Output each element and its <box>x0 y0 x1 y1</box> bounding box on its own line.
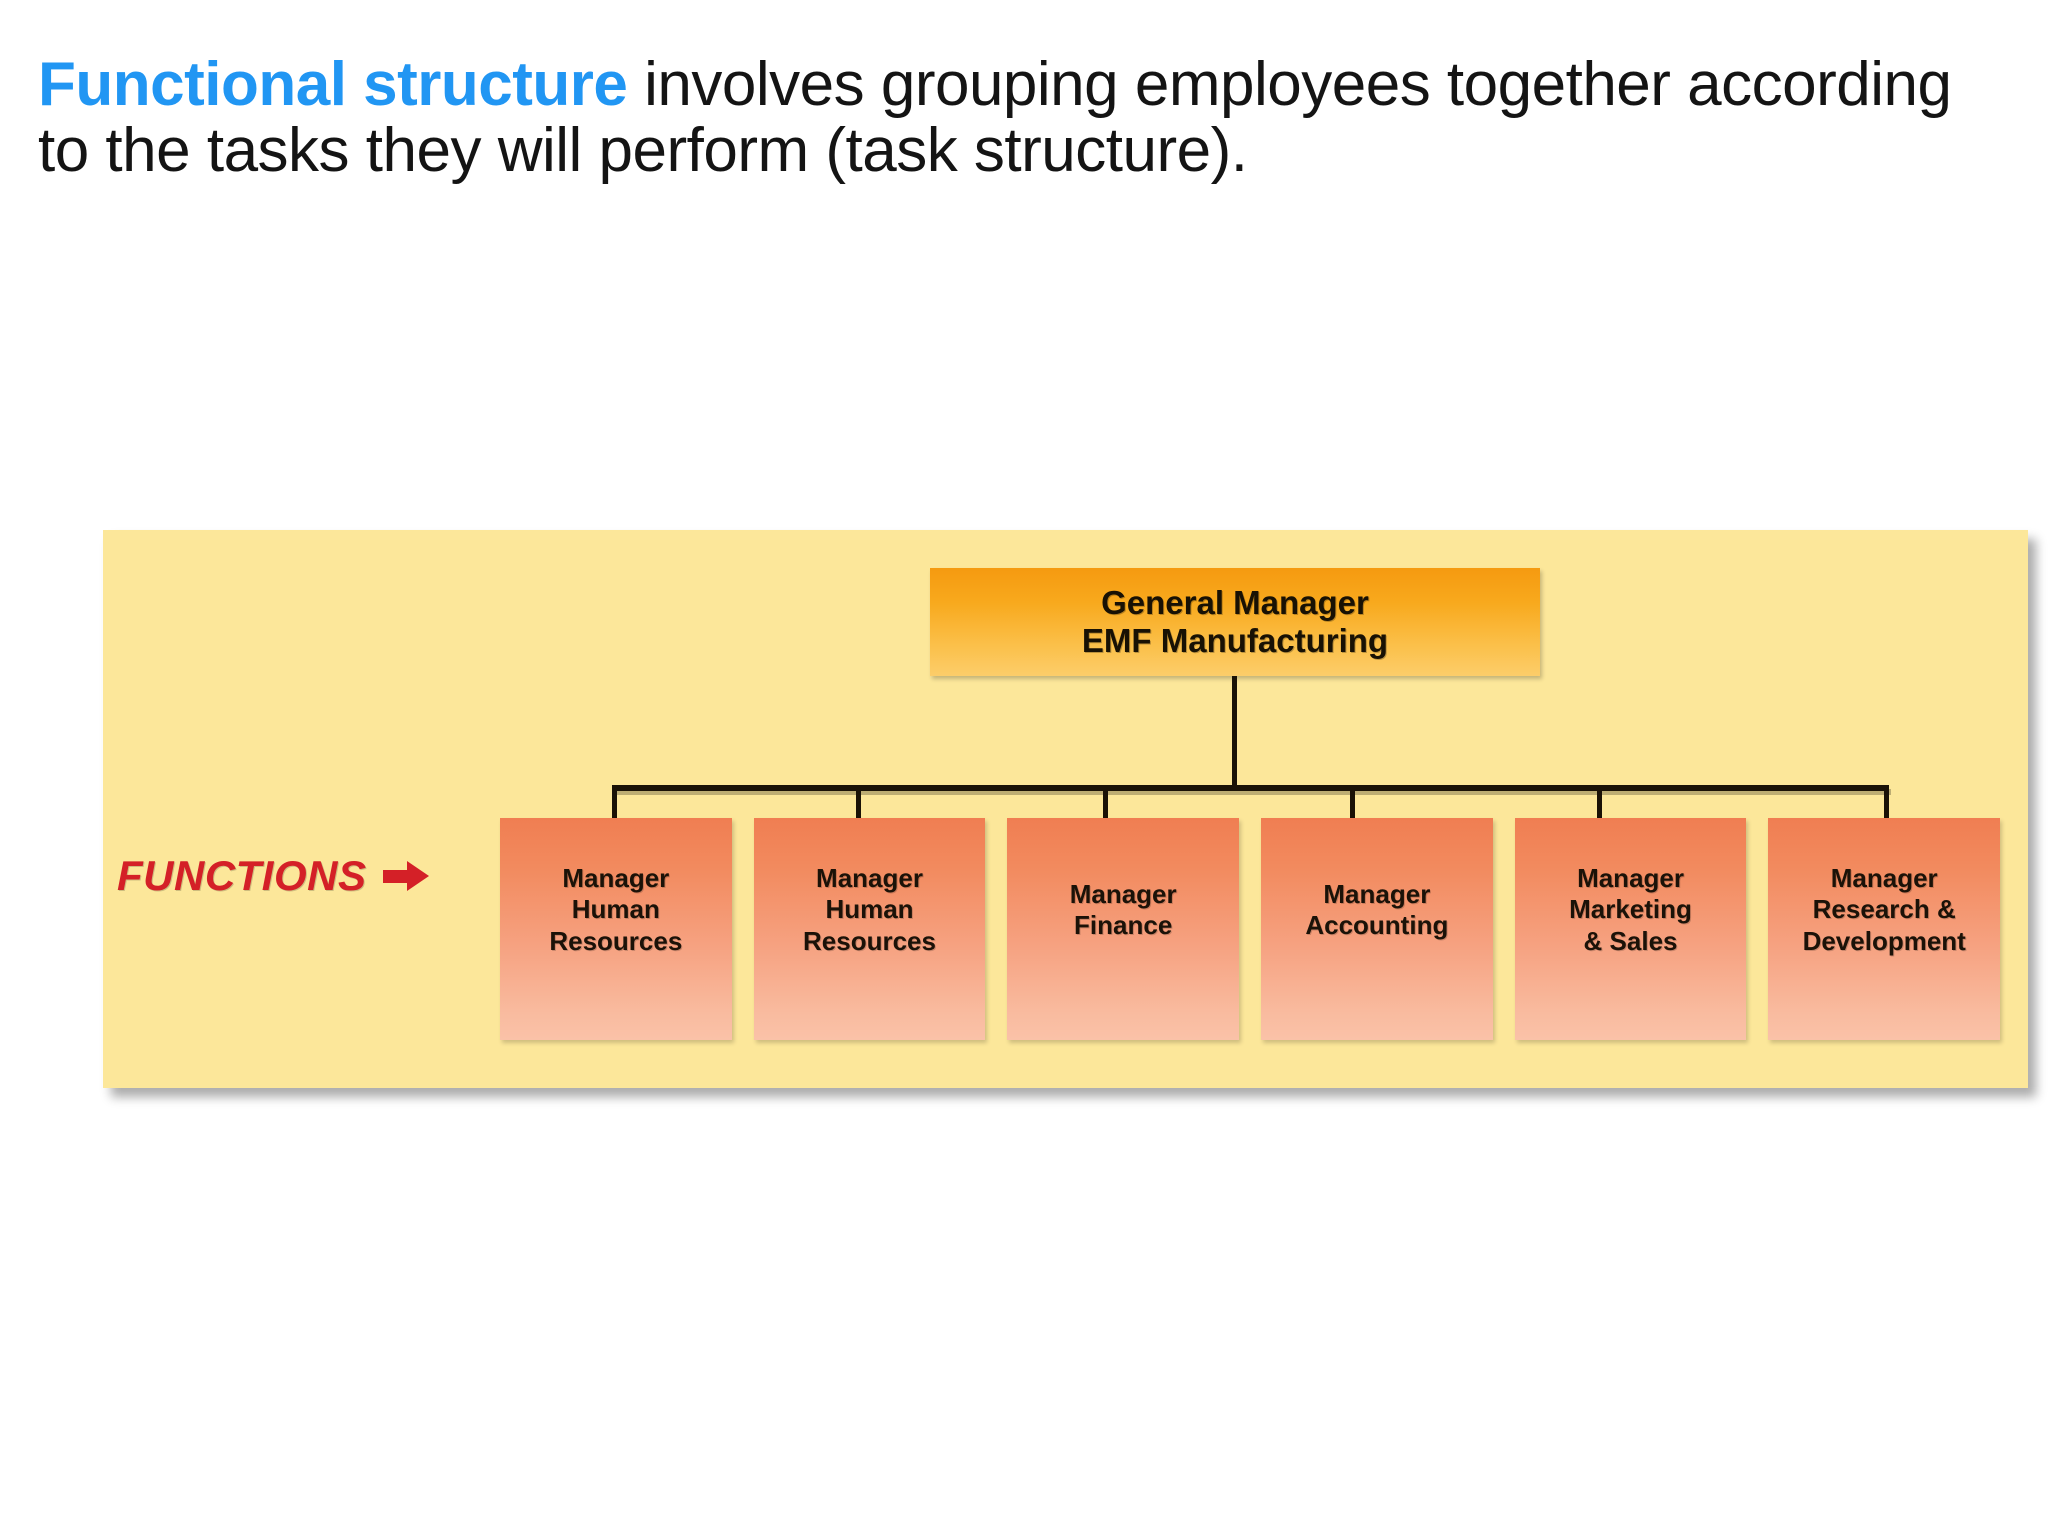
org-node-manager-human-resources-1[interactable]: Manager Human Resources <box>500 818 732 1040</box>
connector-drop-3 <box>1103 785 1108 820</box>
org-node-line-1: General Manager <box>1101 584 1369 622</box>
connector-drop-5 <box>1597 785 1602 820</box>
org-children-row: Manager Human Resources Manager Human Re… <box>500 818 2001 1040</box>
org-node-line: Human <box>825 894 914 925</box>
connector-root-stem <box>1232 676 1237 786</box>
org-node-line: Manager <box>1830 863 1938 894</box>
org-node-line: Manager <box>1069 878 1177 909</box>
connector-drop-2 <box>856 785 861 820</box>
org-node-manager-accounting[interactable]: Manager Accounting <box>1261 818 1493 1040</box>
org-node-manager-research-development[interactable]: Manager Research & Development <box>1768 818 2001 1040</box>
org-node-line: Manager <box>1323 878 1431 909</box>
org-node-line: Development <box>1802 925 1966 956</box>
connector-drop-1 <box>612 785 617 820</box>
org-node-line: & Sales <box>1583 925 1678 956</box>
org-node-line: Manager <box>1577 863 1684 894</box>
functions-label-text: FUNCTIONS <box>117 852 367 899</box>
connector-horizontal-bus <box>612 785 1889 791</box>
functions-label: FUNCTIONS <box>117 852 429 900</box>
org-node-manager-marketing-sales[interactable]: Manager Marketing & Sales <box>1514 818 1747 1040</box>
org-chart-panel: General Manager EMF Manufacturing FUNCTI… <box>103 530 2028 1088</box>
org-node-line: Resources <box>803 925 936 956</box>
org-node-line: Research & <box>1812 894 1956 925</box>
connector-drop-6 <box>1884 785 1889 820</box>
heading-highlight: Functional structure <box>38 50 628 119</box>
org-node-line-2: EMF Manufacturing <box>1081 622 1389 659</box>
slide-heading: Functional structure involves grouping e… <box>38 52 2018 183</box>
right-arrow-icon <box>382 861 429 891</box>
heading-rest: involves grouping employees together acc… <box>38 50 1952 185</box>
connector-bus-shadow <box>614 789 1891 795</box>
org-node-line: Accounting <box>1305 910 1449 940</box>
connector-drop-4 <box>1350 785 1355 820</box>
org-node-line: Manager <box>816 863 923 894</box>
org-node-line: Human <box>571 894 660 925</box>
org-node-line: Marketing <box>1569 894 1692 925</box>
org-node-line: Manager <box>562 863 670 894</box>
org-node-general-manager[interactable]: General Manager EMF Manufacturing <box>930 568 1540 676</box>
org-node-manager-human-resources-2[interactable]: Manager Human Resources <box>753 818 986 1040</box>
org-node-line: Finance <box>1074 910 1173 940</box>
org-node-line: Resources <box>549 925 683 956</box>
org-node-manager-finance[interactable]: Manager Finance <box>1007 818 1240 1040</box>
